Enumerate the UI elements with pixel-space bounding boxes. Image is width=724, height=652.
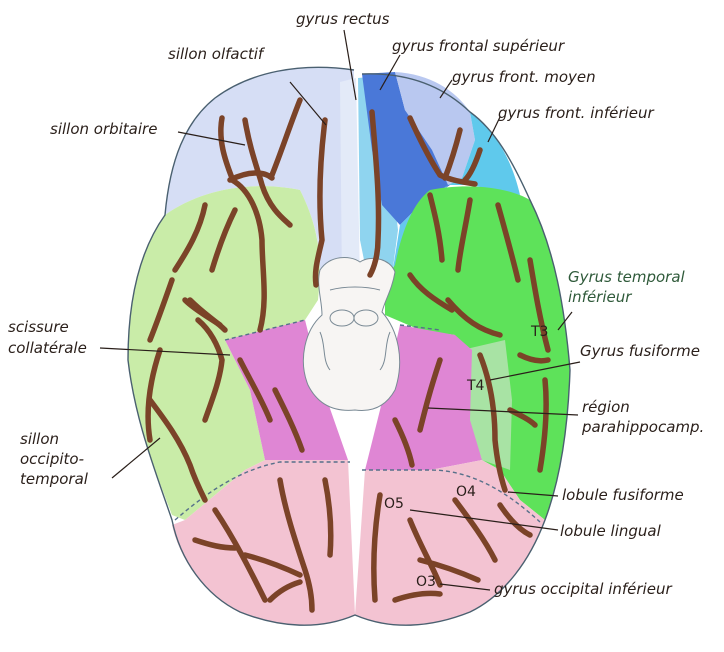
region-right-frontal-lower-wedge [392, 185, 448, 275]
optic-chiasm [329, 286, 381, 291]
region-right-frontal-inferior [448, 112, 520, 195]
leader-lines [99, 29, 581, 591]
label-sillon-orbitaire: sillon orbitaire [50, 120, 157, 138]
label-sillon-ot-3: temporal [20, 470, 89, 488]
label-gyrus-front-inferieur: gyrus front. inférieur [498, 104, 654, 122]
label-scissure-1: scissure [8, 318, 69, 336]
cerebral-peduncle-right [379, 331, 391, 371]
label-sillon-olfactif: sillon olfactif [168, 45, 266, 63]
label-region-2: parahippocamp. [581, 418, 704, 436]
label-lobule-fusiforme: lobule fusiforme [562, 486, 684, 504]
cerebral-peduncle-left [319, 331, 331, 371]
label-gyrus-front-moyen: gyrus front. moyen [452, 68, 596, 86]
brainstem [302, 257, 401, 411]
sulci [145, 97, 551, 613]
code-t3: T3 [530, 324, 548, 340]
region-right-occipital [355, 460, 545, 626]
mammillary-right [353, 309, 379, 327]
label-gyrus-temporal-inferieur-1: Gyrus temporal [568, 268, 686, 286]
label-scissure-2: collatérale [8, 339, 87, 357]
code-o3: O3 [416, 574, 436, 590]
label-region-1: région [582, 398, 630, 416]
region-right-frontal-superior [362, 72, 450, 225]
label-sillon-ot-2: occipito- [20, 450, 84, 468]
label-gyrus-fusiforme: Gyrus fusiforme [580, 342, 700, 360]
label-gyrus-frontal-superieur: gyrus frontal supérieur [392, 37, 565, 55]
label-gyrus-rectus: gyrus rectus [296, 10, 390, 28]
label-gyrus-occipital-inferieur: gyrus occipital inférieur [494, 580, 672, 598]
region-left-gyrus-rectus [340, 78, 360, 285]
region-left-parahippocampal [225, 320, 348, 460]
code-t4: T4 [466, 378, 485, 394]
boundary-right-occipital [362, 469, 541, 523]
code-o4: O4 [456, 484, 476, 500]
label-gyrus-temporal-inferieur-2: inférieur [568, 288, 632, 306]
boundary-left-occipital [174, 461, 350, 521]
code-o5: O5 [384, 496, 404, 512]
label-lobule-lingual: lobule lingual [560, 522, 662, 540]
label-sillon-ot-1: sillon [20, 430, 59, 448]
brain-outline [127, 66, 571, 626]
